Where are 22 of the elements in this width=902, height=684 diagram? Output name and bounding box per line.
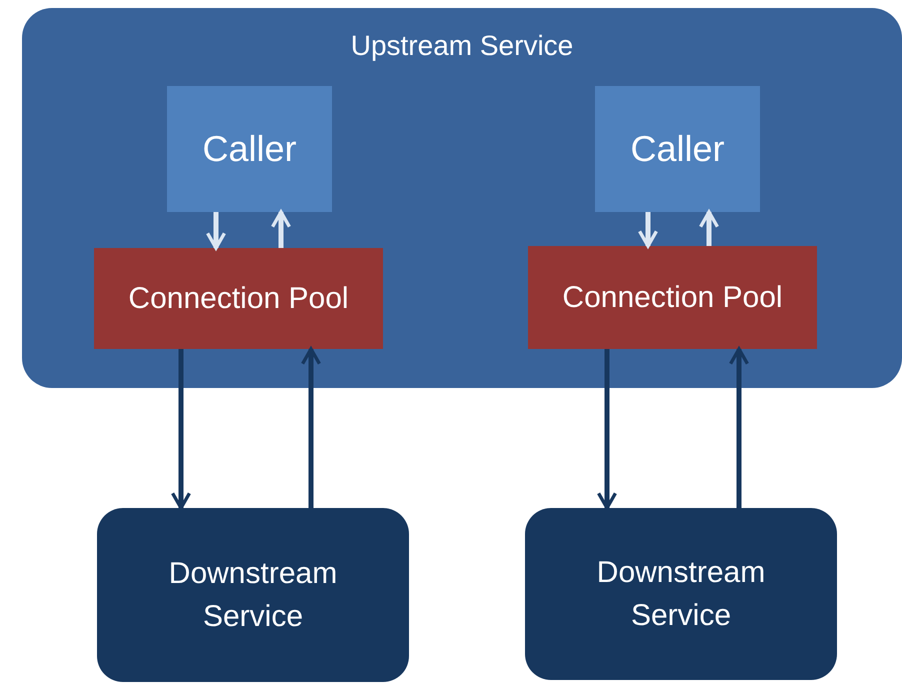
connection-pool-box xyxy=(528,246,817,349)
arrow xyxy=(170,349,192,510)
arrow xyxy=(300,347,322,508)
node-label: Caller xyxy=(202,126,297,171)
container-title: Upstream Service xyxy=(350,29,574,63)
arrow xyxy=(698,210,720,246)
arrow xyxy=(596,349,618,510)
node-label: Caller xyxy=(630,126,725,171)
arrow xyxy=(728,347,750,508)
arrow xyxy=(270,210,292,248)
node-label: Downstream Service xyxy=(596,554,766,634)
caller-box xyxy=(595,86,760,212)
node-label: Connection Pool xyxy=(562,280,783,316)
arrow xyxy=(638,212,658,248)
connection-pool-box xyxy=(94,248,383,349)
arrow xyxy=(206,212,226,250)
node-label: Connection Pool xyxy=(128,280,349,317)
node-label: Downstream Service xyxy=(168,556,338,635)
caller-box xyxy=(167,86,332,212)
service-box xyxy=(97,508,409,682)
service-box xyxy=(525,508,837,680)
service-container xyxy=(22,8,902,388)
